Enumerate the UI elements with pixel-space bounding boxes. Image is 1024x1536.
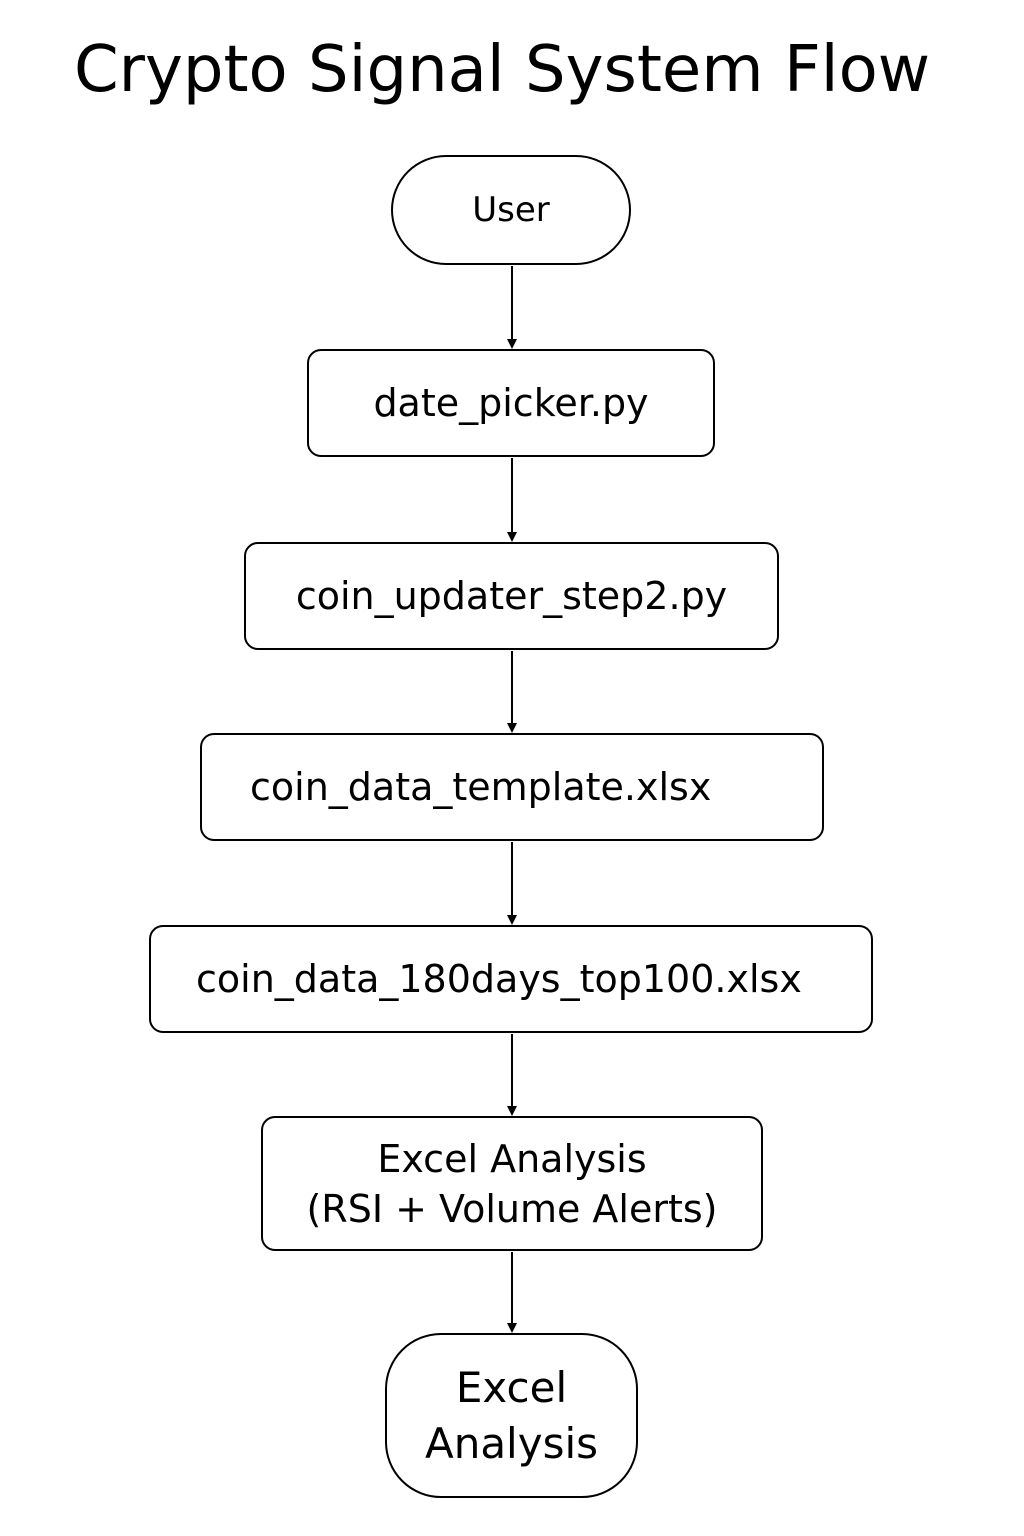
node-user-label: User [472, 190, 550, 230]
node-excel-analysis-end: Excel Analysis [385, 1333, 638, 1498]
node-coin-data-template-label: coin_data_template.xlsx [250, 765, 712, 809]
node-date-picker-label: date_picker.py [373, 381, 649, 425]
node-excel-analysis-end-line1: Excel [455, 1362, 568, 1412]
node-coin-data-180days: coin_data_180days_top100.xlsx [149, 925, 873, 1033]
node-excel-analysis-alerts-line1: Excel Analysis [377, 1136, 647, 1181]
node-coin-updater: coin_updater_step2.py [244, 542, 779, 650]
node-coin-data-template: coin_data_template.xlsx [200, 733, 824, 841]
diagram-title: Crypto Signal System Flow [73, 33, 931, 107]
node-date-picker: date_picker.py [307, 349, 715, 457]
node-excel-analysis-alerts-line2: (RSI + Volume Alerts) [306, 1186, 718, 1231]
node-coin-data-180days-label: coin_data_180days_top100.xlsx [196, 957, 802, 1001]
node-excel-analysis-alerts: Excel Analysis (RSI + Volume Alerts) [261, 1116, 763, 1251]
node-user: User [391, 155, 631, 265]
node-coin-updater-label: coin_updater_step2.py [295, 574, 728, 618]
node-excel-analysis-end-line2: Analysis [424, 1418, 599, 1468]
